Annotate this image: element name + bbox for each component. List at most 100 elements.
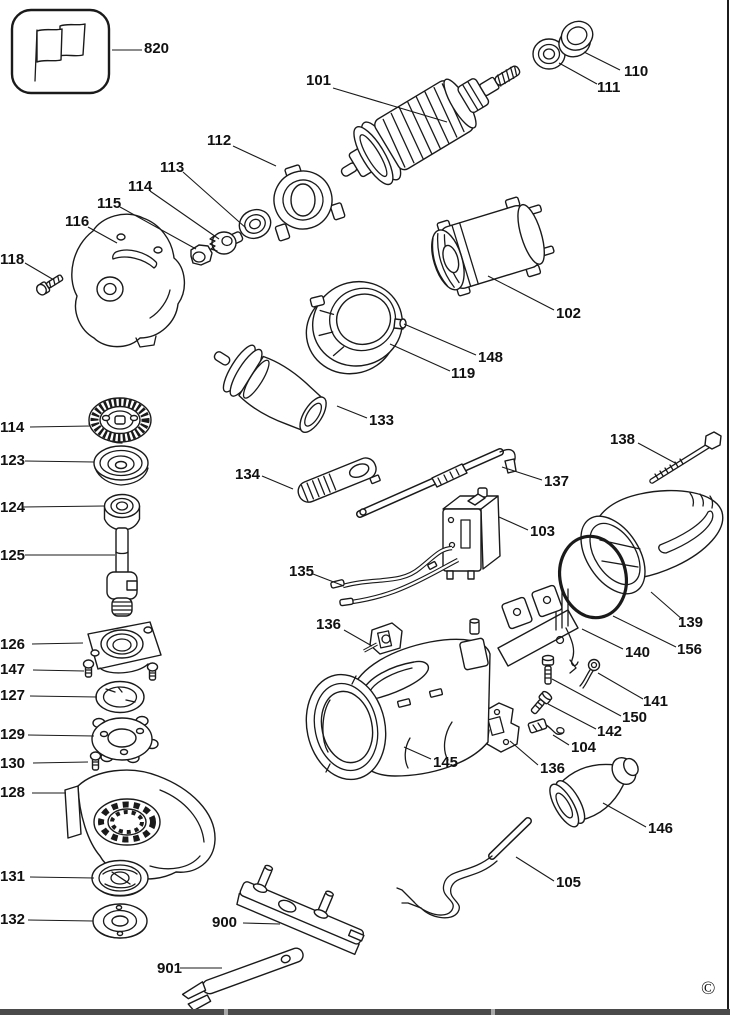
part-label-146-33: 146: [648, 820, 674, 837]
leader-line-140-25: [581, 628, 624, 650]
brush-assembly-140-drawing: [497, 584, 579, 674]
part-label-133-13: 133: [369, 412, 395, 429]
part-label-114-14: 114: [0, 419, 25, 436]
part-label-118-9: 118: [0, 251, 25, 268]
leader-line-127-37: [29, 695, 98, 698]
ball-bearing-113-drawing: [238, 208, 272, 240]
leader-line-114-6: [149, 190, 220, 240]
end-cap-139-drawing: [580, 489, 724, 595]
part-label-145-31: 145: [433, 754, 459, 771]
inner-flange-131-drawing: [91, 859, 149, 897]
part-label-140-25: 140: [625, 644, 651, 661]
switch-103-drawing: [442, 487, 501, 580]
wrench-901-drawing: [181, 947, 304, 1012]
flange-123-drawing: [93, 445, 149, 486]
part-label-104-29: 104: [571, 739, 597, 756]
long-screw-138-drawing: [649, 431, 722, 484]
leader-lines: [22, 49, 684, 969]
part-label-137-20: 137: [544, 473, 570, 490]
leader-line-111-3: [558, 62, 598, 85]
part-label-820-0: 820: [144, 40, 170, 57]
leader-line-133-13: [336, 405, 368, 419]
ball-bearing-124-drawing: [103, 493, 141, 531]
part-label-138-21: 138: [610, 431, 636, 448]
leader-line-135-19: [312, 573, 345, 587]
part-label-123-15: 123: [0, 452, 26, 469]
part-label-127-37: 127: [0, 687, 26, 704]
field-stator-102-drawing: [431, 196, 555, 297]
leader-line-129-38: [27, 734, 95, 737]
lock-plate-129-drawing: [91, 715, 159, 764]
baffle-ring-119-drawing: [305, 280, 404, 375]
leader-line-113-5: [182, 171, 247, 229]
leader-line-112-4: [232, 145, 277, 167]
part-label-114-6: 114: [128, 178, 153, 195]
part-label-148-11: 148: [478, 349, 504, 366]
part-label-113-5: 113: [160, 159, 185, 176]
leader-line-119-12: [389, 343, 451, 372]
part-label-139-23: 139: [678, 614, 704, 631]
screw-142-drawing: [530, 690, 553, 715]
cam-plate-112-drawing: [273, 164, 346, 242]
leader-line-137-20: [501, 466, 543, 481]
o-ring-156-drawing: [558, 534, 628, 620]
table-column-separator: [491, 1009, 495, 1015]
part-label-134-18: 134: [235, 466, 261, 483]
part-label-124-16: 124: [0, 499, 26, 516]
armature-drawing: [340, 65, 521, 186]
part-label-135-19: 135: [289, 563, 315, 580]
flag-callout-box: [10, 8, 111, 95]
terminal-104-drawing: [527, 718, 565, 735]
screw-130-drawing: [89, 751, 102, 771]
leader-line-118-9: [24, 262, 55, 281]
leader-line-150-27: [551, 678, 622, 717]
handle-grip-146-drawing: [549, 756, 639, 828]
trigger-lever-137-drawing: [356, 448, 517, 518]
leader-line-105-34: [515, 856, 555, 882]
part-label-150-27: 150: [622, 709, 648, 726]
leader-line-130-39: [32, 761, 89, 764]
lead-wires-135-drawing: [330, 545, 460, 607]
table-top-edge: [0, 1009, 730, 1015]
retaining-ring-127-drawing: [95, 680, 145, 714]
leader-line-116-8: [87, 226, 118, 244]
leader-line-131-41: [29, 876, 95, 879]
leader-line-104-29: [552, 734, 570, 746]
leader-line-145-31: [403, 746, 432, 760]
hex-nut-115-drawing: [190, 244, 213, 266]
bearing-plate-126-drawing: [87, 621, 162, 674]
screw-118-drawing: [35, 274, 64, 296]
part-label-102-10: 102: [556, 305, 582, 322]
brush-holder-136-upper-drawing: [363, 622, 403, 655]
part-label-156-24: 156: [677, 641, 703, 658]
motor-housing-145-drawing: [305, 618, 491, 781]
slider-134-drawing: [297, 457, 381, 503]
leader-line-114-14: [29, 425, 91, 428]
flag-icon: [34, 23, 86, 82]
gear-case-116-drawing: [71, 213, 185, 348]
clamp-nut-132-drawing: [92, 903, 148, 939]
part-label-142-28: 142: [597, 723, 623, 740]
leader-line-148-11: [403, 323, 477, 356]
pinion-gear-114-drawing: [209, 231, 244, 255]
part-label-110-2: 110: [624, 63, 649, 80]
leader-line-102-10: [487, 275, 555, 311]
leader-line-900-43: [242, 922, 281, 925]
leader-line-146-33: [602, 802, 647, 828]
part-label-901-44: 901: [157, 960, 183, 977]
leader-line-136-32: [343, 629, 373, 647]
leader-line-138-21: [637, 442, 678, 465]
part-label-136-32: 136: [316, 616, 342, 633]
crown-gear-114-drawing: [88, 397, 152, 444]
bracket-900-drawing: [236, 864, 365, 956]
part-label-101-1: 101: [306, 72, 332, 89]
leader-line-123-15: [24, 460, 95, 463]
leader-line-147-36: [32, 669, 85, 672]
screw-150-drawing: [541, 654, 555, 685]
leader-line-103-22: [498, 516, 529, 531]
part-label-112-4: 112: [207, 132, 232, 149]
side-handle-133-drawing: [213, 344, 327, 433]
leader-line-139-23: [650, 591, 684, 621]
